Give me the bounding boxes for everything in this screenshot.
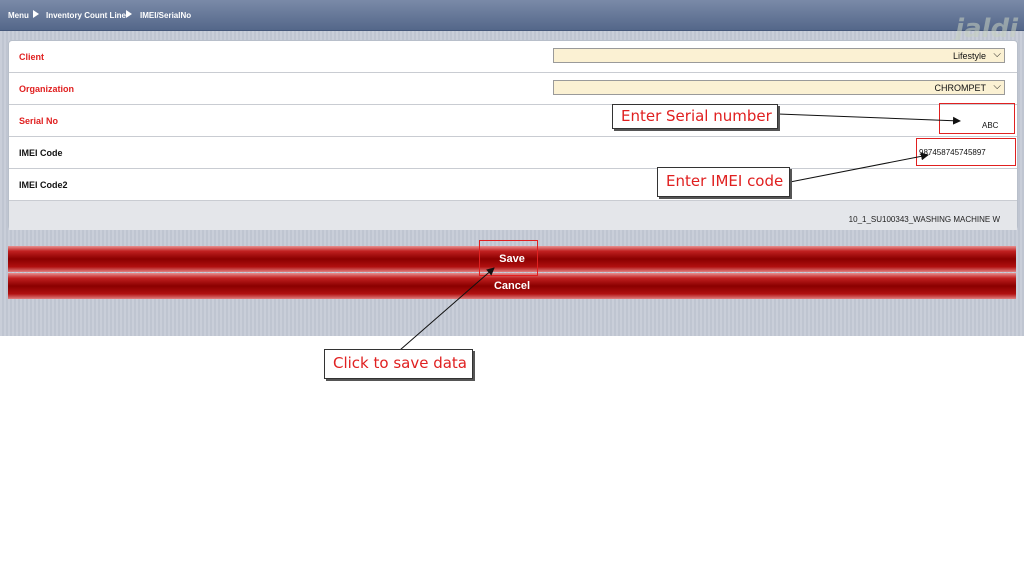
save-button[interactable]: Save	[8, 246, 1016, 272]
row-organization: Organization CHROMPET ⌵	[9, 73, 1017, 105]
breadcrumb-menu[interactable]: Menu	[8, 11, 29, 20]
footer-product-text: 10_1_SU100343_WASHING MACHINE W	[848, 215, 1000, 224]
imei-highlight-box	[916, 138, 1016, 166]
imei-code-input[interactable]: 987458745745897	[919, 148, 986, 157]
breadcrumb-imei-serialno: IMEI/SerialNo	[140, 11, 192, 20]
cancel-button[interactable]: Cancel	[8, 273, 1016, 299]
client-select[interactable]: Lifestyle ⌵	[553, 48, 1005, 63]
client-select-value: Lifestyle	[952, 51, 986, 61]
form-card: Client Lifestyle ⌵ Organization CHROMPET…	[8, 40, 1018, 230]
serial-no-label: Serial No	[19, 116, 59, 126]
serial-highlight-box	[939, 103, 1015, 134]
breadcrumb-separator-icon	[33, 10, 39, 18]
chevron-down-icon: ⌵	[993, 81, 1001, 92]
row-serial-no: Serial No ABC	[9, 105, 1017, 137]
save-highlight-box	[479, 240, 538, 276]
top-bar: Menu Inventory Count Line IMEI/SerialNo …	[0, 0, 1024, 44]
imei-code2-label: IMEI Code2	[19, 180, 68, 190]
organization-label: Organization	[19, 84, 75, 94]
breadcrumb-separator-icon	[126, 10, 132, 18]
row-imei-code2: IMEI Code2	[9, 169, 1017, 200]
organization-select-value: CHROMPET	[934, 83, 987, 93]
card-footer: 10_1_SU100343_WASHING MACHINE W	[9, 200, 1017, 230]
organization-select[interactable]: CHROMPET ⌵	[553, 80, 1005, 95]
imei-callout: Enter IMEI code	[657, 167, 790, 197]
row-imei-code: IMEI Code 987458745745897	[9, 137, 1017, 169]
client-label: Client	[19, 52, 45, 62]
row-client: Client Lifestyle ⌵	[9, 41, 1017, 73]
breadcrumb-inventory-count-line[interactable]: Inventory Count Line	[46, 11, 126, 20]
imei-code-label: IMEI Code	[19, 148, 63, 158]
save-callout: Click to save data	[324, 349, 473, 379]
serial-callout: Enter Serial number	[612, 104, 778, 129]
serial-no-input[interactable]: ABC	[982, 121, 999, 130]
logo: jaldi	[955, 14, 1018, 44]
chevron-down-icon: ⌵	[993, 49, 1001, 60]
